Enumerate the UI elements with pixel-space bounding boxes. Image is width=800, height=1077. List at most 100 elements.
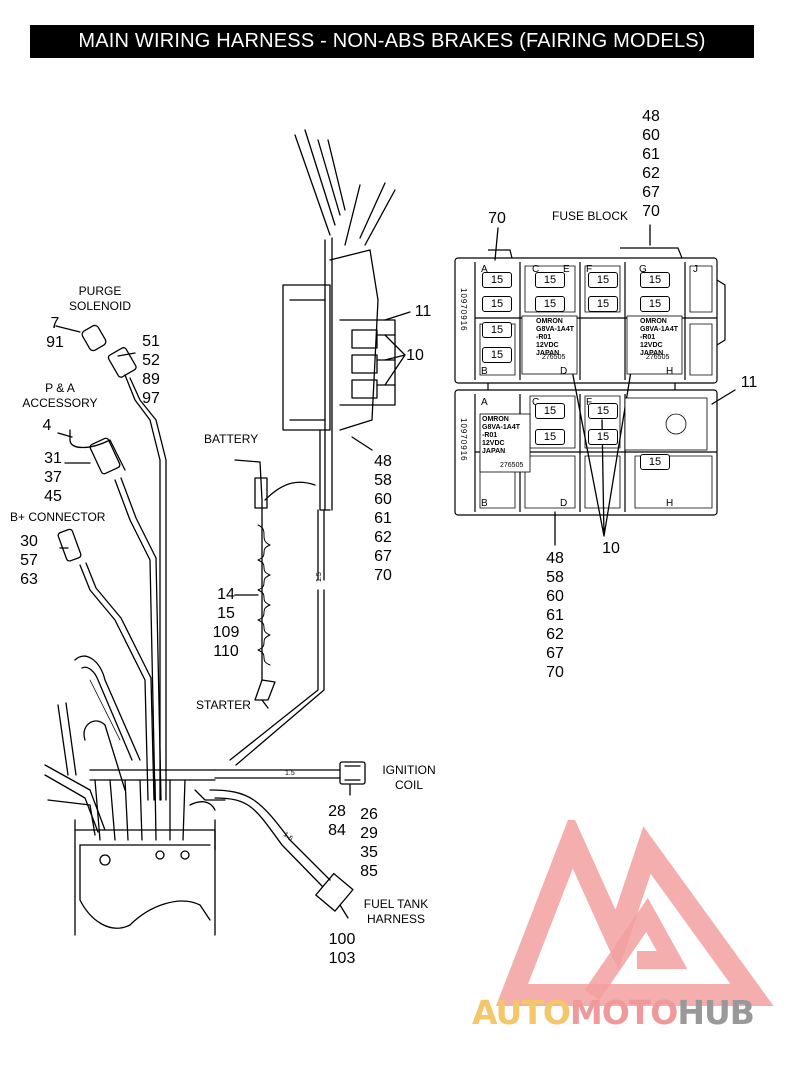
callout-pa-a: 4 (32, 416, 62, 435)
fuse-letter: J (693, 264, 698, 275)
fuel-tank-line2: HARNESS (366, 912, 425, 926)
fuse-letter: F (586, 395, 592, 410)
logo-part-moto: MOTO (569, 993, 678, 1032)
relay-volt-line: 12VDC JAPAN (482, 440, 528, 456)
logo-part-hub: HUB (677, 993, 755, 1032)
logo-part-auto: AUTO (472, 993, 571, 1032)
callout-num: 45 (44, 488, 62, 505)
callout-num: 100 (328, 931, 356, 948)
callout-num: 62 (374, 529, 392, 546)
callout-num: 60 (546, 588, 564, 605)
fuse-letter: D (560, 498, 568, 509)
relay-volt-line: 12VDC JAPAN (640, 342, 680, 358)
part-number-top: 10970916 (459, 288, 468, 332)
svg-text:1.5: 1.5 (282, 831, 294, 843)
fuse-15a: 15 (588, 429, 618, 445)
relay-rev: -R01 (536, 334, 552, 341)
relay-3: OMRON G8VA-1A4T -R01 12VDC JAPAN 276505 (482, 416, 528, 472)
callout-num: 110 (213, 643, 239, 660)
callout-num: 10 (406, 347, 424, 364)
fuse-15a: 15 (535, 429, 565, 445)
fuel-tank-harness-label: FUEL TANK HARNESS (358, 897, 434, 927)
purge-solenoid-line1: PURGE (78, 284, 122, 298)
fuse-15a: 15 (588, 296, 618, 312)
callout-num: 97 (142, 390, 160, 407)
purge-solenoid-label: PURGE SOLENOID (60, 284, 140, 314)
callout-num: 89 (142, 371, 160, 388)
callout-fuse-top: 48 60 61 62 67 70 (636, 107, 666, 221)
fuse-letter: B (481, 366, 488, 377)
callout-num: 26 (360, 806, 378, 823)
callout-fuse-70: 70 (482, 209, 512, 228)
relay-volt-line: 12VDC JAPAN (536, 342, 576, 358)
fuse-letter: C (532, 264, 540, 275)
automotohub-logo (495, 820, 774, 1006)
relay-volt: 12VDC (536, 342, 559, 349)
callout-num: 11 (414, 303, 432, 320)
fuse-letter: H (666, 366, 674, 377)
callout-num: 58 (546, 569, 564, 586)
ignition-coil-line2: COIL (394, 778, 423, 792)
callout-num: 29 (360, 825, 378, 842)
callout-num: 28 (328, 803, 346, 820)
callout-num: 30 (20, 533, 38, 550)
relay-code: 276505 (500, 462, 524, 469)
relay-1: OMRON G8VA-1A4T -R01 12VDC JAPAN 276505 (536, 318, 576, 374)
relay-origin: JAPAN (640, 350, 664, 357)
callout-fairing-10: 10 (400, 346, 430, 365)
fuse-letter: G (639, 264, 647, 275)
callout-num: 70 (642, 203, 660, 220)
fuse-15a: 15 (482, 322, 512, 338)
callout-ignition-left: 28 84 (322, 802, 352, 840)
fuse-letter: F (586, 264, 593, 275)
fuse-15a: 15 (482, 347, 512, 363)
pa-accessory-line2: ACCESSORY (22, 396, 98, 410)
relay-origin: JAPAN (482, 448, 506, 455)
fuse-15a: 15 (640, 296, 670, 312)
fuse-15a: 15 (535, 403, 565, 419)
callout-num: 31 (44, 450, 62, 467)
ignition-coil-line1: IGNITION (382, 763, 436, 777)
callout-num: 63 (20, 571, 38, 588)
relay-code: 276505 (542, 354, 566, 361)
purge-solenoid-line2: SOLENOID (68, 299, 131, 313)
relay-rev: -R01 (482, 432, 498, 439)
callout-num: 15 (217, 605, 235, 622)
fuse-letter: A (481, 397, 488, 408)
callout-num: 85 (360, 863, 378, 880)
fuse-letter: C (532, 395, 539, 410)
relay-model: G8VA-1A4T (482, 424, 520, 431)
relay-brand: OMRON (482, 416, 509, 423)
pa-accessory-line1: P & A (45, 381, 75, 395)
callout-num: 60 (642, 127, 660, 144)
pa-accessory-label: P & A ACCESSORY (20, 381, 100, 411)
callout-num: 61 (374, 510, 392, 527)
fuse-15a: 15 (482, 296, 512, 312)
callout-purge-a: 7 91 (40, 314, 70, 352)
callout-fuse-bottom: 48 58 60 61 62 67 70 (540, 549, 570, 682)
callout-num: 48 (374, 453, 392, 470)
relay-volt: 12VDC (482, 440, 505, 447)
callout-num: 70 (546, 664, 564, 681)
starter-label: STARTER (196, 698, 251, 712)
callout-num: 62 (642, 165, 660, 182)
relay-code: 276505 (646, 354, 670, 361)
automotohub-wordmark: AUTOMOTOHUB (472, 993, 755, 1032)
svg-text:1.5: 1.5 (285, 770, 295, 777)
callout-num: 109 (212, 624, 240, 641)
callout-num: 67 (642, 184, 660, 201)
callout-purge-b: 51 52 89 97 (136, 332, 166, 408)
relay-brand: OMRON (536, 318, 563, 325)
callout-num: 14 (217, 586, 235, 603)
callout-num: 60 (374, 491, 392, 508)
callout-num: 62 (546, 626, 564, 643)
callout-num: 37 (44, 469, 62, 486)
fuse-15a: 15 (588, 403, 618, 419)
relay-model: G8VA-1A4T (640, 326, 678, 333)
fuse-letter: H (666, 498, 674, 509)
callout-fuel: 100 103 (324, 930, 360, 968)
fuse-block-label: FUSE BLOCK (552, 209, 629, 223)
fuse-15a: 15 (640, 272, 670, 288)
ignition-coil-label: IGNITION COIL (378, 763, 440, 793)
